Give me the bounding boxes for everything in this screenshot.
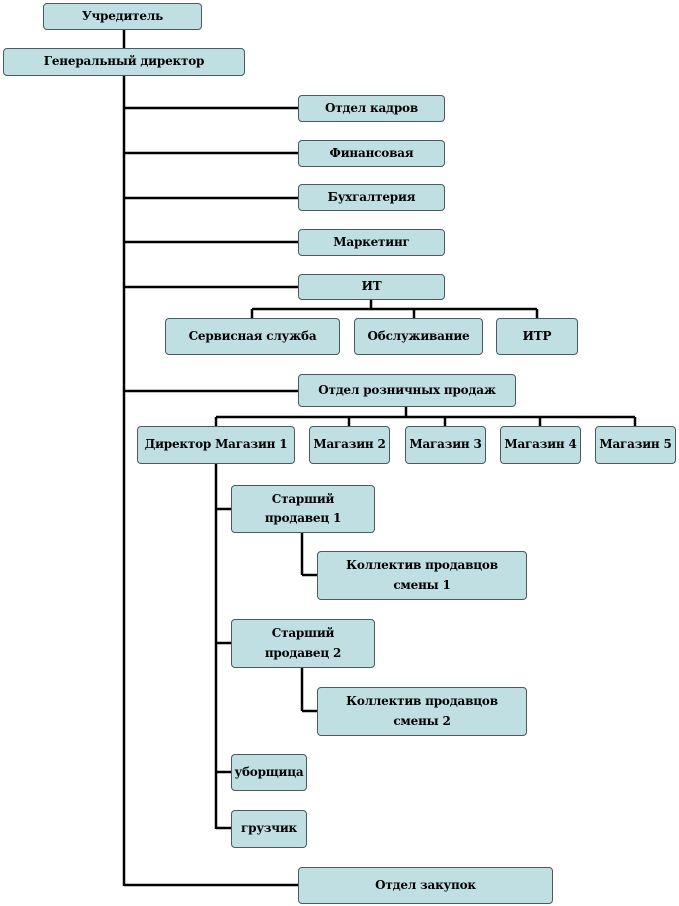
- box-store5: Магазин 5: [595, 426, 676, 464]
- box-store4: Магазин 4: [500, 426, 581, 464]
- box-service: Сервисная служба: [165, 318, 340, 355]
- box-loader: грузчик: [231, 810, 307, 848]
- box-director-store1: Директор Магазин 1: [137, 426, 295, 464]
- box-finance: Финансовая: [298, 140, 445, 167]
- box-retail: Отдел розничных продаж: [298, 374, 516, 407]
- box-it: ИТ: [298, 274, 445, 300]
- box-accounting: Бухгалтерия: [298, 184, 445, 211]
- box-founder: Учредитель: [43, 3, 202, 30]
- box-senior-seller-2: Старший продавец 2: [231, 619, 375, 668]
- box-itr: ИТР: [496, 318, 578, 355]
- box-marketing: Маркетинг: [298, 229, 445, 256]
- box-purchasing: Отдел закупок: [298, 867, 553, 904]
- box-store3: Магазин 3: [405, 426, 486, 464]
- box-hr: Отдел кадров: [298, 95, 445, 122]
- box-team-shift-1: Коллектив продавцов смены 1: [317, 551, 527, 600]
- box-senior-seller-1: Старший продавец 1: [231, 485, 375, 533]
- box-team-shift-2: Коллектив продавцов смены 2: [317, 687, 527, 736]
- box-maintenance: Обслуживание: [354, 318, 483, 355]
- box-store2: Магазин 2: [309, 426, 390, 464]
- box-cleaner: уборщица: [231, 754, 307, 791]
- box-general-director: Генеральный директор: [3, 48, 245, 76]
